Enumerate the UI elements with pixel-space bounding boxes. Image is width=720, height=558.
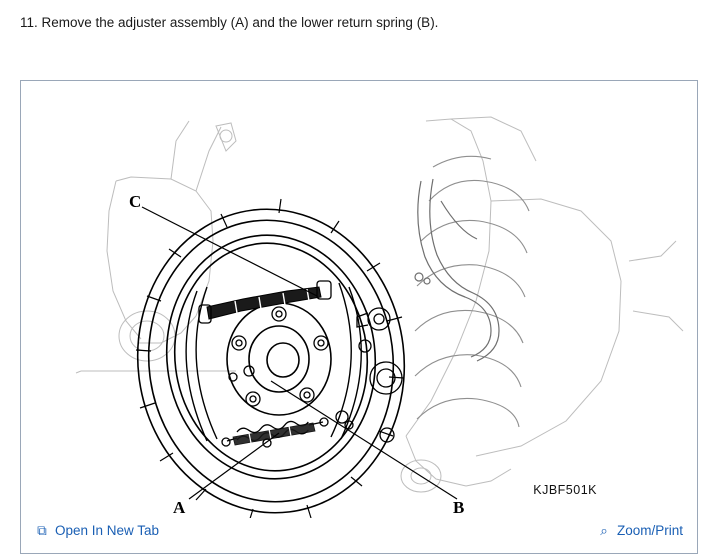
open-in-new-tab-label: Open In New Tab: [55, 523, 160, 538]
callout-label-a: A: [173, 498, 186, 517]
magnifier-icon: ⌕: [600, 522, 608, 538]
zoom-print-label: Zoom/Print: [616, 523, 683, 538]
brake-assembly-diagram: C A B: [75, 116, 684, 519]
new-window-icon: ⧉: [37, 522, 47, 538]
zoom-print-link[interactable]: ⌕ Zoom/Print: [597, 523, 683, 538]
callout-label-c: C: [129, 192, 141, 211]
figure-panel: C A B KJBF501K: [20, 80, 698, 520]
figure-code: KJBF501K: [533, 483, 597, 497]
instruction-text: 11. Remove the adjuster assembly (A) and…: [20, 15, 439, 30]
open-in-new-tab-link[interactable]: ⧉ Open In New Tab: [35, 523, 159, 538]
figure-footer-bar: ⧉ Open In New Tab ⌕ Zoom/Print: [20, 518, 698, 554]
callout-label-b: B: [453, 498, 464, 517]
